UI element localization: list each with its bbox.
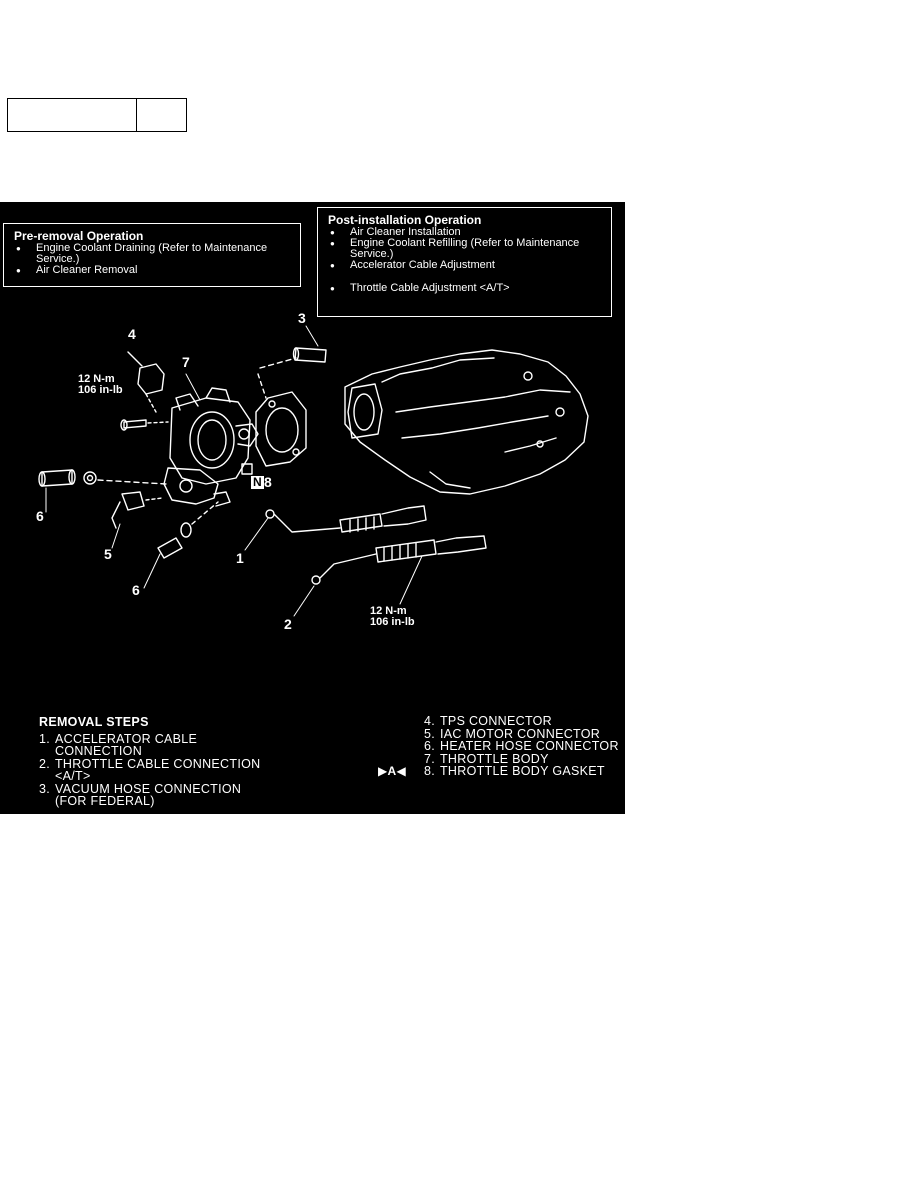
callout-4: 4 (128, 326, 136, 342)
torque-inlb: 106 in-lb (370, 616, 415, 628)
post-installation-item: Accelerator Cable Adjustment (328, 260, 601, 272)
torque-spec-upper: 12 N-m 106 in-lb (78, 374, 123, 396)
post-installation-title: Post-installation Operation (328, 213, 482, 227)
removal-step: 7. THROTTLE BODY (378, 751, 619, 766)
step-number: 7. (424, 751, 436, 766)
throttle-body-gasket-drawing (255, 373, 307, 467)
callout-leader-lines (45, 325, 423, 617)
heater-hose-upper-drawing (38, 469, 167, 487)
step-text: THROTTLE BODY (440, 751, 549, 766)
removal-steps-right: 4. TPS CONNECTOR 5. IAC MOTOR CONNECTOR … (378, 715, 619, 778)
removal-step: 5. IAC MOTOR CONNECTOR (378, 726, 619, 741)
step-number: 1. (39, 731, 51, 746)
step-text: THROTTLE CABLE CONNECTION <A/T> (55, 756, 261, 783)
callout-6: 6 (36, 508, 44, 524)
vacuum-hose-drawing (259, 347, 327, 369)
iac-motor-connector-drawing (111, 491, 163, 529)
step-number: 2. (39, 756, 51, 771)
service-marker (378, 740, 424, 753)
step-text: IAC MOTOR CONNECTOR (440, 726, 601, 741)
removal-steps-left: REMOVAL STEPS 1. ACCELERATOR CABLE CONNE… (39, 716, 260, 808)
callout-8: 8 (264, 474, 272, 490)
pre-removal-operation-box: Pre-removal Operation Engine Coolant Dra… (3, 223, 301, 287)
header-table-cell (137, 99, 186, 131)
torque-nm: 12 N-m (78, 373, 115, 385)
exploded-view-drawing (38, 325, 589, 617)
step-text: THROTTLE BODY GASKET (440, 764, 605, 778)
step-text: HEATER HOSE CONNECTOR (440, 739, 619, 753)
removal-step: 2. THROTTLE CABLE CONNECTION <A/T> (39, 756, 261, 783)
heater-hose-lower-drawing (157, 501, 219, 559)
torque-inlb: 106 in-lb (78, 384, 123, 396)
header-table-box (7, 98, 187, 132)
removal-step: 6. HEATER HOSE CONNECTOR (378, 740, 619, 753)
new-part-symbol: N (251, 475, 264, 489)
pre-removal-item: Engine Coolant Draining (Refer to Mainte… (14, 243, 290, 265)
pre-removal-item: Air Cleaner Removal (14, 265, 290, 277)
step-text: ACCELERATOR CABLE CONNECTION (55, 731, 198, 758)
removal-step: 1. ACCELERATOR CABLE CONNECTION (39, 731, 260, 758)
throttle-cable-drawing (311, 535, 487, 585)
callout-1: 1 (236, 550, 244, 566)
removal-step: ▶A◀ 8. THROTTLE BODY GASKET (378, 765, 619, 778)
throttle-body-drawing (163, 387, 259, 507)
step-number: 4. (424, 714, 436, 728)
removal-steps-title: REMOVAL STEPS (39, 715, 149, 729)
post-installation-item: Throttle Cable Adjustment <A/T> (328, 283, 601, 295)
accelerator-cable-drawing (265, 505, 427, 533)
step-text: VACUUM HOSE CONNECTION (FOR FEDERAL) (55, 781, 242, 808)
post-installation-list: Air Cleaner Installation Engine Coolant … (328, 227, 601, 295)
pre-removal-list: Engine Coolant Draining (Refer to Mainte… (14, 243, 290, 277)
step-number: 3. (39, 781, 51, 796)
service-marker (378, 728, 424, 741)
service-marker (378, 715, 424, 728)
removal-step: 3. VACUUM HOSE CONNECTION (FOR FEDERAL) (39, 781, 260, 808)
callout-7: 7 (182, 354, 190, 370)
intake-manifold-drawing (344, 349, 589, 495)
pre-removal-title: Pre-removal Operation (14, 229, 144, 243)
throttle-body-removal-diagram: Pre-removal Operation Engine Coolant Dra… (0, 202, 625, 814)
callout-3: 3 (298, 310, 306, 326)
step-text: TPS CONNECTOR (440, 714, 553, 728)
removal-step: 4. TPS CONNECTOR (378, 715, 619, 728)
header-table-cell (8, 99, 137, 131)
callout-5: 5 (104, 546, 112, 562)
service-marker: ▶A◀ (378, 764, 407, 778)
post-installation-operation-box: Post-installation Operation Air Cleaner … (317, 207, 612, 317)
callout-6: 6 (132, 582, 140, 598)
post-installation-item: Engine Coolant Refilling (Refer to Maint… (328, 238, 601, 260)
post-installation-item: Air Cleaner Installation (328, 227, 601, 239)
tps-connector-drawing (127, 351, 165, 413)
bolt-drawing (120, 419, 169, 431)
torque-spec-lower: 12 N-m 106 in-lb (370, 606, 415, 628)
step-number: 6. (424, 739, 436, 753)
callout-2: 2 (284, 616, 292, 632)
step-number: 8. (424, 764, 436, 778)
torque-nm: 12 N-m (370, 605, 407, 617)
step-number: 5. (424, 726, 436, 741)
